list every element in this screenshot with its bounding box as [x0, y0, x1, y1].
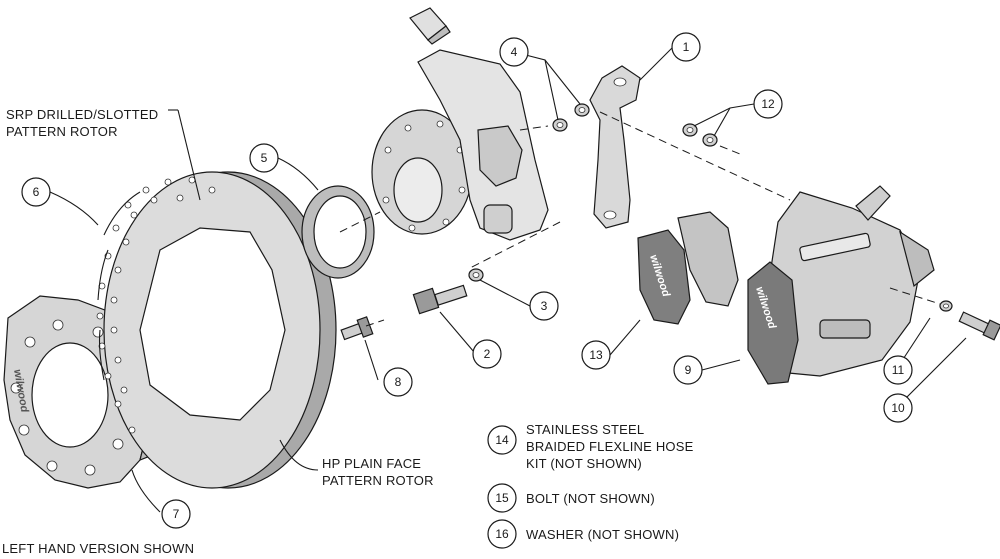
- callout-9: 9: [673, 355, 703, 385]
- svg-text:1: 1: [683, 40, 690, 54]
- svg-text:BRAIDED FLEXLINE HOSE: BRAIDED FLEXLINE HOSE: [526, 439, 694, 454]
- shim-block: [409, 7, 451, 45]
- srp-rotor-label-line2: PATTERN ROTOR: [6, 124, 118, 139]
- svg-text:4: 4: [511, 45, 518, 59]
- callout-7: 7: [161, 499, 191, 529]
- rotor-drill-holes: [96, 176, 216, 434]
- left-hand-version-label: LEFT HAND VERSION SHOWN: [2, 541, 194, 556]
- callout-2: 2: [472, 339, 502, 369]
- callout-10: 10: [883, 393, 913, 423]
- callout-11: 11: [883, 355, 913, 385]
- caliper-bracket: [589, 65, 641, 229]
- bolt-10: [958, 311, 1000, 341]
- seal-ring: [301, 185, 375, 279]
- brake-caliper: wilwood: [747, 185, 935, 385]
- bolt-8: [340, 316, 374, 341]
- svg-text:16: 16: [495, 527, 509, 541]
- svg-text:2: 2: [484, 347, 491, 361]
- legend-item-15: 15 BOLT (NOT SHOWN): [487, 483, 655, 513]
- callout-5: 5: [249, 143, 279, 173]
- callout-6: 6: [21, 177, 51, 207]
- svg-text:12: 12: [761, 97, 775, 111]
- srp-rotor-label-line1: SRP DRILLED/SLOTTED: [6, 107, 158, 122]
- brake-pads: wilwood: [637, 211, 739, 325]
- svg-text:15: 15: [495, 491, 509, 505]
- svg-text:STAINLESS STEEL: STAINLESS STEEL: [526, 422, 644, 437]
- washers: [468, 103, 953, 312]
- legend-item-14: 14 STAINLESS STEEL BRAIDED FLEXLINE HOSE…: [487, 422, 694, 471]
- callout-4: 4: [499, 37, 529, 67]
- svg-text:3: 3: [541, 299, 548, 313]
- assembly-axes: [339, 111, 941, 327]
- svg-text:10: 10: [891, 401, 905, 415]
- callout-13: 13: [581, 340, 611, 370]
- spindle-knuckle: [417, 49, 549, 241]
- callout-12: 12: [753, 89, 783, 119]
- callout-8: 8: [383, 367, 413, 397]
- callout-3: 3: [529, 291, 559, 321]
- svg-text:9: 9: [685, 363, 692, 377]
- svg-text:11: 11: [892, 363, 905, 377]
- hp-rotor-label-line1: HP PLAIN FACE: [322, 456, 421, 471]
- svg-text:5: 5: [261, 151, 268, 165]
- bolt-2: [412, 284, 468, 315]
- svg-text:6: 6: [33, 185, 40, 199]
- legend-item-16: 16 WASHER (NOT SHOWN): [487, 519, 679, 549]
- svg-text:7: 7: [173, 507, 180, 521]
- svg-text:BOLT (NOT SHOWN): BOLT (NOT SHOWN): [526, 491, 655, 506]
- svg-text:WASHER (NOT SHOWN): WASHER (NOT SHOWN): [526, 527, 679, 542]
- brake-rotor: [96, 171, 337, 489]
- callout-leaders: [49, 47, 967, 513]
- svg-text:KIT (NOT SHOWN): KIT (NOT SHOWN): [526, 456, 642, 471]
- svg-text:13: 13: [589, 348, 603, 362]
- callout-1: 1: [671, 32, 701, 62]
- svg-text:14: 14: [495, 433, 509, 447]
- hp-rotor-label-line2: PATTERN ROTOR: [322, 473, 434, 488]
- svg-text:8: 8: [395, 375, 402, 389]
